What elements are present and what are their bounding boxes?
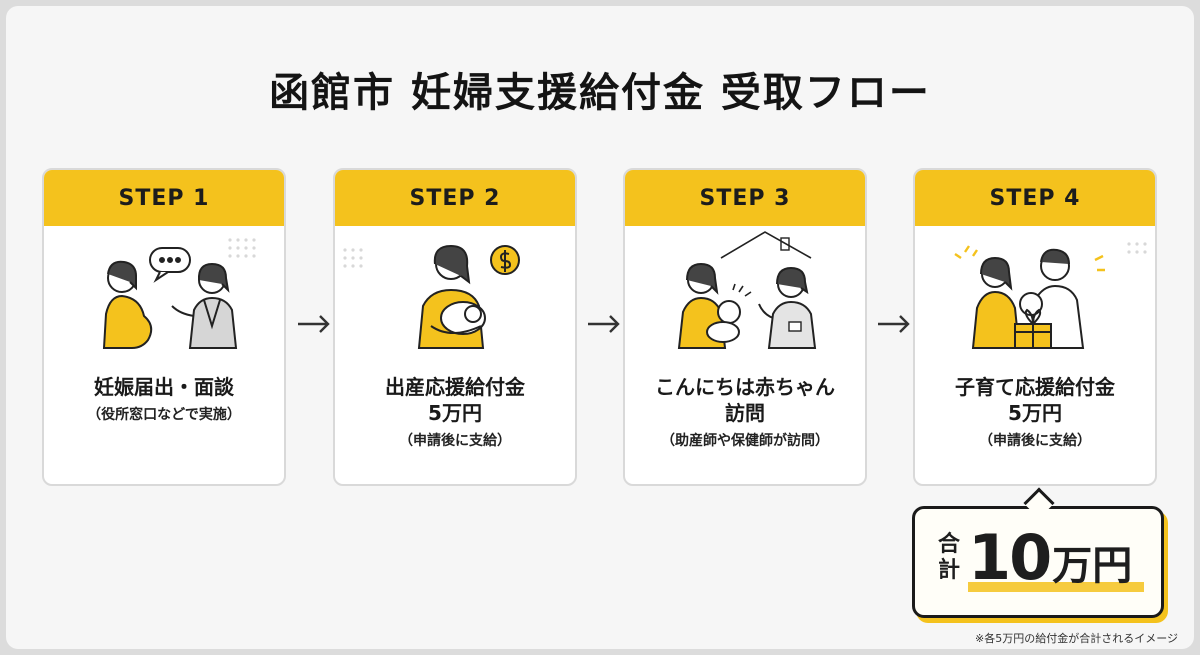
arrow-right-icon [298, 315, 330, 333]
total-highlight [968, 582, 1144, 592]
home-visit-icon [677, 231, 817, 349]
step-header-1: STEP 1 [44, 170, 284, 226]
step-card-2: STEP 2 出産応援給付金 5万円 （申請後に支給） [333, 168, 577, 486]
step-main-1a: 妊娠届出・面談 [94, 375, 234, 399]
step-sub-4: （申請後に支給） [979, 433, 1091, 449]
step-card-4: STEP 4 子育て応援給付金 5万円 （申請後に支給） [913, 168, 1157, 486]
step-card-1: STEP 1 妊娠届出・面談 （役所窓口などで実施） [42, 168, 286, 486]
family-gift-icon [954, 242, 1147, 349]
step-sub-1: （役所窓口などで実施） [87, 407, 241, 423]
total-label-char-2: 計 [937, 558, 960, 583]
arrow-right-icon [878, 315, 910, 333]
mother-baby-coin-icon [343, 244, 520, 349]
total-amount: 10 万円 [968, 522, 1132, 602]
step-header-2: STEP 2 [335, 170, 575, 226]
footnote: ※各5万円の給付金が合計されるイメージ [975, 632, 1178, 645]
step-main-3a: こんにちは赤ちゃん [655, 375, 835, 399]
step-header-4: STEP 4 [915, 170, 1155, 226]
total-number: 10 [968, 521, 1052, 594]
step-card-3: STEP 3 こんにちは赤ちゃん 訪問 （助産師や保健師が訪問） [623, 168, 867, 486]
step-main-4a: 子育て応援給付金 [955, 375, 1115, 399]
step-main-2a: 出産応援給付金 [385, 375, 525, 399]
step-sub-3: （助産師や保健師が訪問） [661, 433, 829, 449]
step-main-4b: 5万円 [1008, 401, 1062, 425]
step-main-2b: 5万円 [428, 401, 482, 425]
page-title: 函館市 妊婦支援給付金 受取フロー [269, 70, 931, 116]
total-callout [912, 506, 1164, 618]
total-unit: 万円 [1052, 543, 1133, 589]
step-main-3b: 訪問 [725, 401, 765, 425]
pregnant-woman-consultation-icon [102, 238, 256, 349]
arrow-right-icon [588, 315, 620, 333]
step-sub-2: （申請後に支給） [399, 433, 511, 449]
total-label: 合 計 [936, 532, 962, 584]
step-header-3: STEP 3 [625, 170, 865, 226]
total-label-char-1: 合 [937, 532, 960, 557]
